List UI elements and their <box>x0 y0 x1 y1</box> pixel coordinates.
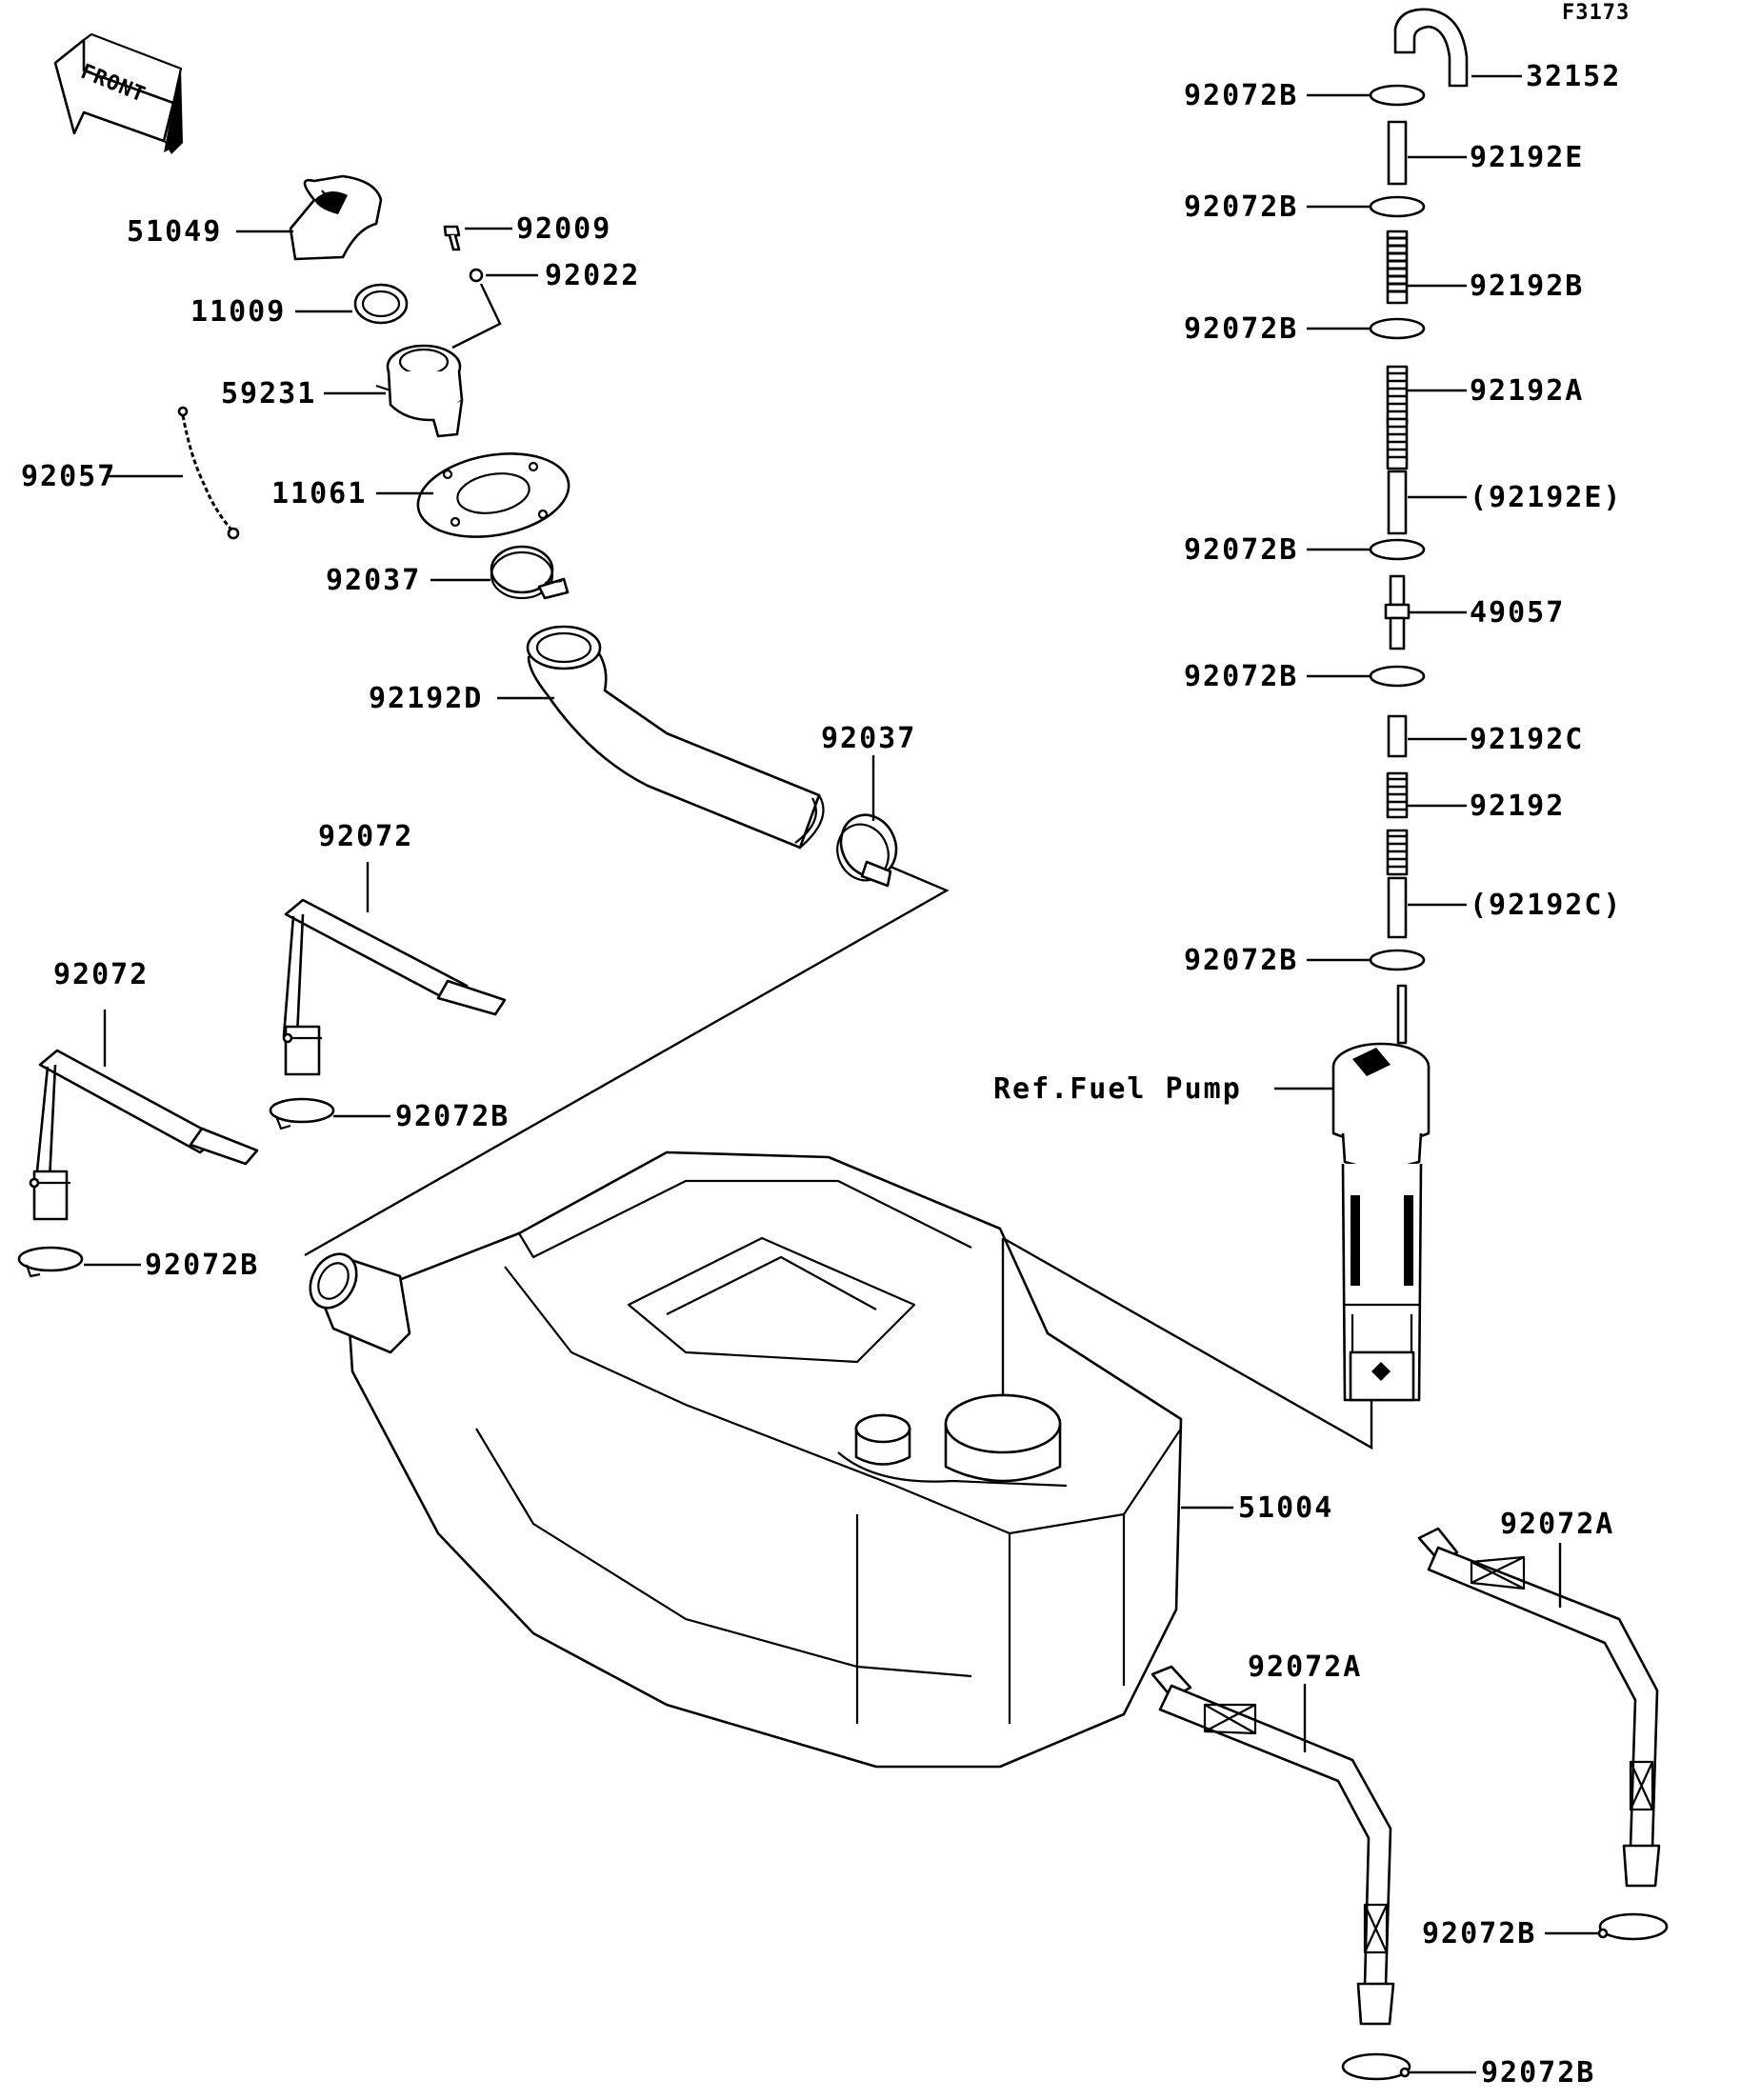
label-59231: 59231 <box>221 377 316 410</box>
strap-part-upper <box>282 898 507 1076</box>
label-92192B: 92192B <box>1470 270 1584 303</box>
tube-92192E-ref-part <box>1387 470 1408 535</box>
label-clamp-1: 92072B <box>1184 79 1298 112</box>
small-clamp-left1 <box>269 1097 335 1130</box>
front-arrow-icon: FRONT <box>53 32 183 154</box>
label-92192C-ref: (92192C) <box>1470 889 1623 922</box>
label-92192A: 92192A <box>1470 374 1584 408</box>
label-92072A-right: 92072A <box>1500 1508 1614 1541</box>
label-51004: 51004 <box>1238 1491 1333 1525</box>
label-92072-lower: 92072 <box>53 958 149 991</box>
label-92022: 92022 <box>545 259 640 292</box>
clamp-r3 <box>1369 317 1426 340</box>
label-11009: 11009 <box>190 295 286 329</box>
fuel-tank-part <box>309 1150 1183 1769</box>
label-92072B-right1: 92072B <box>1422 1917 1536 1950</box>
label-clamp-5: 92072B <box>1184 660 1298 693</box>
tube-92192C-part <box>1387 714 1408 758</box>
label-92072A-lower: 92072A <box>1248 1650 1362 1684</box>
clamp-r2 <box>1369 195 1426 218</box>
clamp-r1 <box>1369 84 1426 107</box>
washer-part <box>469 268 484 283</box>
label-clamp-2: 92072B <box>1184 190 1298 224</box>
strap-92072A-lower <box>1151 1665 1395 2026</box>
vent-hose-part <box>1393 8 1469 88</box>
fuel-pump-part <box>1331 984 1431 1402</box>
gasket-plate-part <box>416 452 570 538</box>
label-92192D: 92192D <box>369 682 483 715</box>
strap-part-lower <box>29 1049 259 1221</box>
label-32152: 32152 <box>1526 60 1621 93</box>
strap-92072A-right <box>1417 1527 1661 1888</box>
tube-92192C-ref-part <box>1387 876 1408 939</box>
label-clamp-6: 92072B <box>1184 944 1298 977</box>
label-92072B-left1: 92072B <box>395 1100 510 1133</box>
clamp-r4 <box>1369 538 1426 561</box>
ref-fuel-pump-label: Ref.Fuel Pump <box>993 1072 1242 1106</box>
figure-code: F3173 <box>1562 1 1630 25</box>
small-clamp-right2 <box>1341 2052 1411 2081</box>
label-clamp-3: 92072B <box>1184 312 1298 346</box>
clamp-r6 <box>1369 949 1426 971</box>
label-92192C: 92192C <box>1470 723 1584 756</box>
tube-92192E-part <box>1387 120 1408 186</box>
label-92037-lower: 92037 <box>821 722 916 755</box>
small-clamp-right1 <box>1597 1912 1669 1941</box>
screw-part <box>443 225 461 251</box>
label-92192E: 92192E <box>1470 141 1584 174</box>
filler-neck-part <box>375 344 464 438</box>
label-92009: 92009 <box>516 212 611 246</box>
check-valve-part <box>1384 574 1411 650</box>
cord-part <box>177 406 240 540</box>
label-92072B-left2: 92072B <box>145 1249 259 1282</box>
label-92192: 92192 <box>1470 790 1565 823</box>
filler-hose-part <box>526 625 825 850</box>
cap-cover-part <box>289 174 383 261</box>
label-51049: 51049 <box>127 215 222 249</box>
label-92192E-ref: (92192E) <box>1470 481 1623 514</box>
label-92072-upper: 92072 <box>318 820 413 853</box>
small-clamp-left2 <box>17 1246 84 1278</box>
hose-clamp-lower-part <box>836 813 898 888</box>
label-clamp-4: 92072B <box>1184 533 1298 567</box>
clamp-r5 <box>1369 665 1426 688</box>
hose-clamp-part <box>490 545 570 600</box>
label-49057: 49057 <box>1470 596 1565 630</box>
label-11061: 11061 <box>271 477 367 510</box>
label-92057: 92057 <box>21 460 116 493</box>
label-92037-upper: 92037 <box>326 564 421 597</box>
label-92072B-right2: 92072B <box>1481 2056 1595 2090</box>
